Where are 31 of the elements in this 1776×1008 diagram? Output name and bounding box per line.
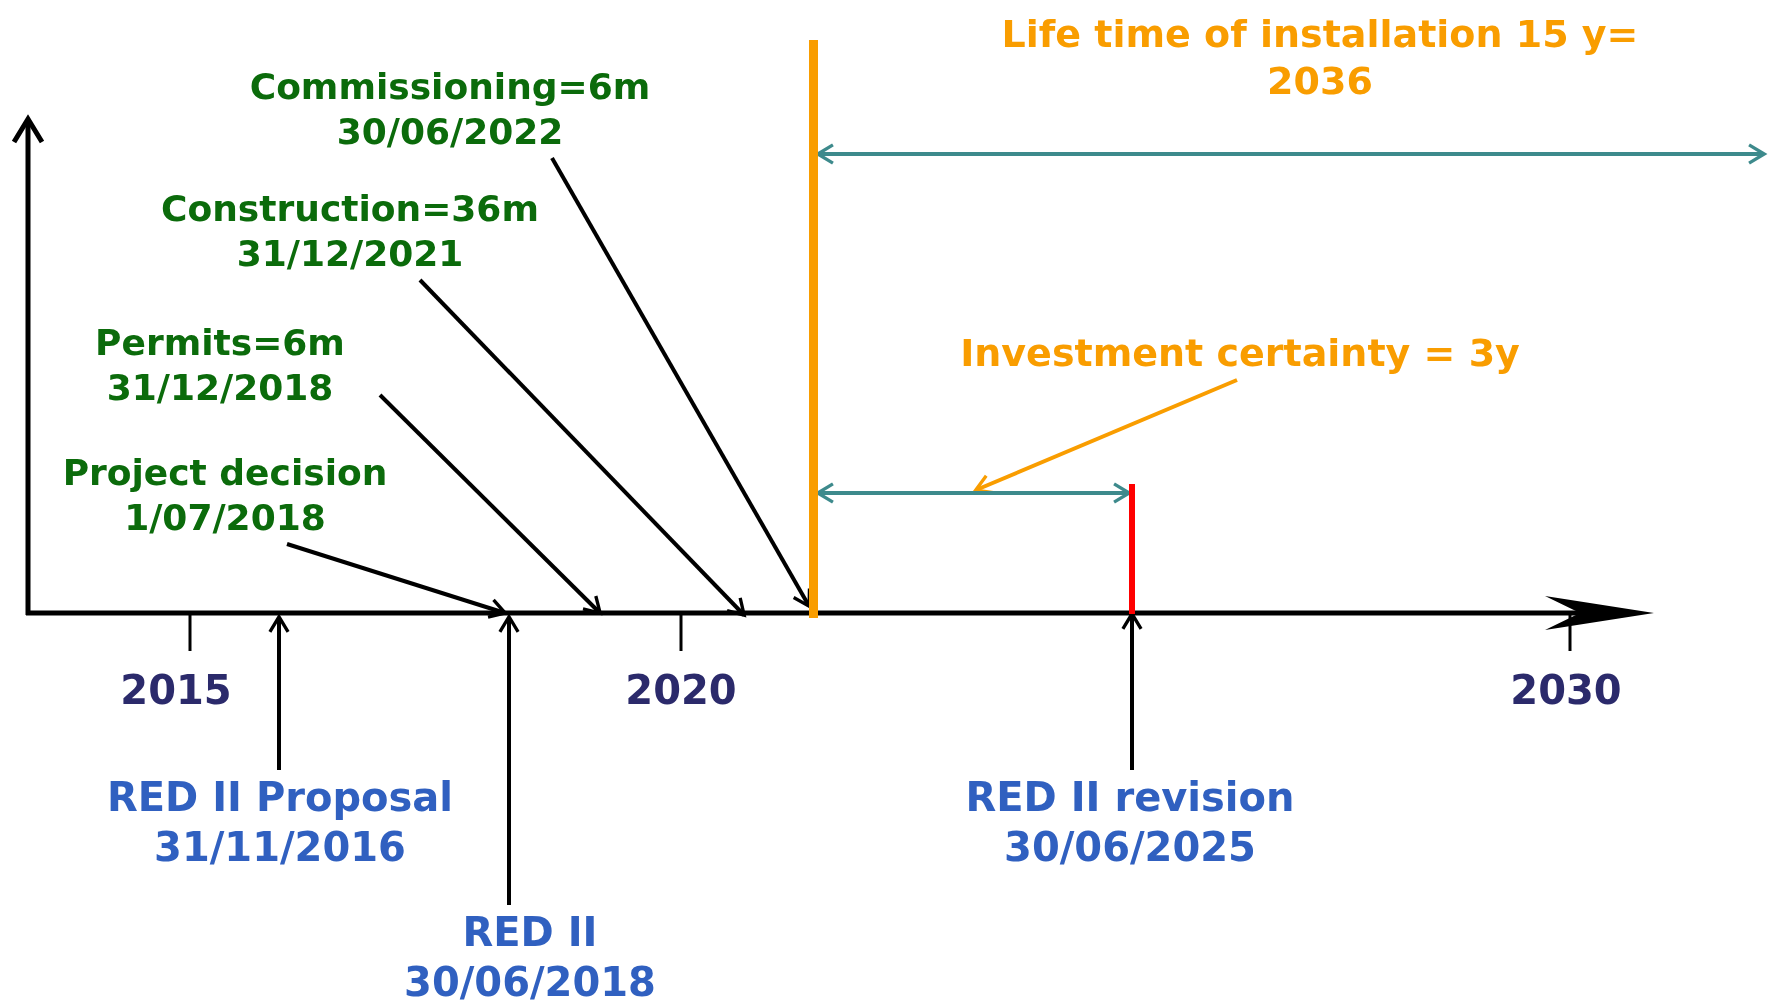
policy-label: RED II [462,907,598,957]
milestone-label: Commissioning=6m [249,65,651,109]
milestone-label: 31/12/2018 [106,366,334,410]
milestone-label: 31/12/2021 [236,232,464,276]
policy-label: 30/06/2025 [1004,823,1256,872]
year-label: 2015 [119,666,233,715]
milestone-label: 30/06/2022 [336,110,564,154]
arrow [378,393,602,615]
revision-bar [1129,484,1135,614]
year-label: 2020 [624,666,738,715]
lifetime-start-bar [809,40,818,618]
double-arrow [817,483,1130,503]
arrow [269,616,289,770]
policy-label: RED II Proposal [106,773,454,822]
year-label: 2030 [1509,666,1623,715]
arrow [550,157,811,607]
double-arrow [817,144,1765,164]
arrow [1122,613,1142,770]
lifetime-label: Life time of installation 15 y= 2036 [1000,10,1640,105]
policy-label: 30/06/2018 [404,957,656,1007]
milestone-label: Construction=36m [161,187,539,231]
arrow [499,616,519,905]
milestone-label: 1/07/2018 [124,496,326,540]
policy-label: 31/11/2016 [154,823,406,872]
arrow [286,542,506,618]
milestone-label: Project decision [62,451,388,495]
investment-label: Investment certainty = 3y [960,330,1520,378]
arrow [418,278,746,617]
milestone-label: Permits=6m [95,321,345,365]
policy-label: RED II revision [965,773,1295,822]
arrow [975,378,1238,494]
